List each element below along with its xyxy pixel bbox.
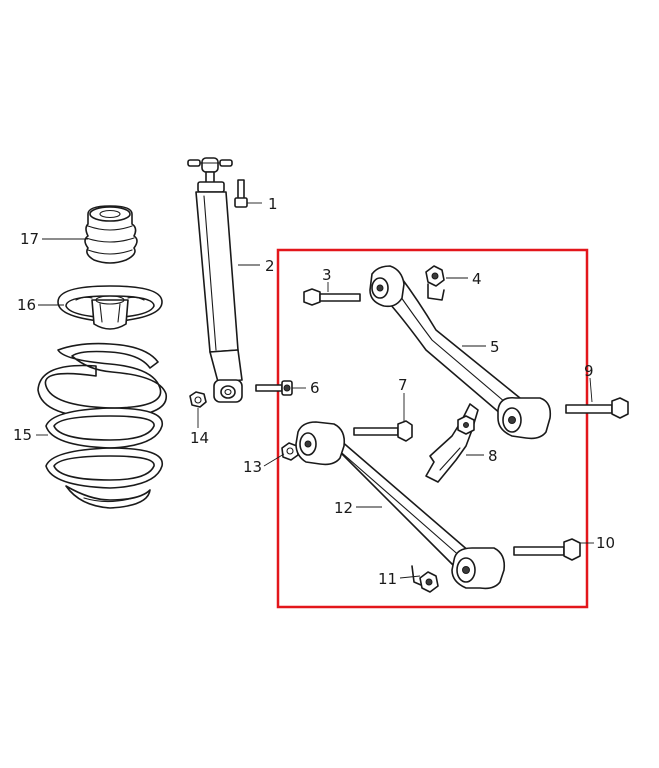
callout-9: 9 [584,362,594,380]
shock-lower-bolt-part[interactable] [255,380,293,396]
shock-upper-bolt-part[interactable] [234,179,248,208]
callout-13: 13 [243,458,262,476]
callout-6: 6 [310,379,320,397]
lower-control-arm-part[interactable] [295,421,506,590]
upper-arm-rear-bolt-part[interactable] [565,397,629,419]
lower-arm-front-bolt-part[interactable] [353,420,413,442]
upper-control-arm-part[interactable] [369,265,552,440]
jounce-bumper-part[interactable] [84,205,138,264]
callout-14: 14 [190,429,209,447]
callout-3: 3 [322,266,332,284]
callout-labels: 1 2 3 4 5 6 7 8 9 10 11 12 13 14 15 16 1… [13,195,615,588]
lower-arm-rear-bolt-part[interactable] [513,538,581,561]
callout-1: 1 [268,195,278,213]
callout-17: 17 [20,230,39,248]
leader-lines [36,202,594,579]
coil-spring-part[interactable] [37,342,167,509]
callout-16: 16 [17,296,36,314]
callout-12: 12 [334,499,353,517]
callout-2: 2 [265,257,275,275]
lower-arm-flag-nut-part[interactable] [411,565,439,593]
callout-10: 10 [596,534,615,552]
callout-15: 15 [13,426,32,444]
upper-arm-bolt-part[interactable] [303,288,361,306]
upper-arm-flag-nut-part[interactable] [425,265,445,301]
callout-8: 8 [488,447,498,465]
bracket-part[interactable] [425,403,479,483]
callout-5: 5 [490,338,500,356]
highlight-box [276,248,589,609]
spring-isolator-part[interactable] [57,285,163,330]
shock-nut-part[interactable] [189,391,207,408]
callout-4: 4 [472,270,482,288]
callout-11: 11 [378,570,397,588]
callout-7: 7 [398,376,408,394]
shock-absorber-part[interactable] [187,157,243,403]
